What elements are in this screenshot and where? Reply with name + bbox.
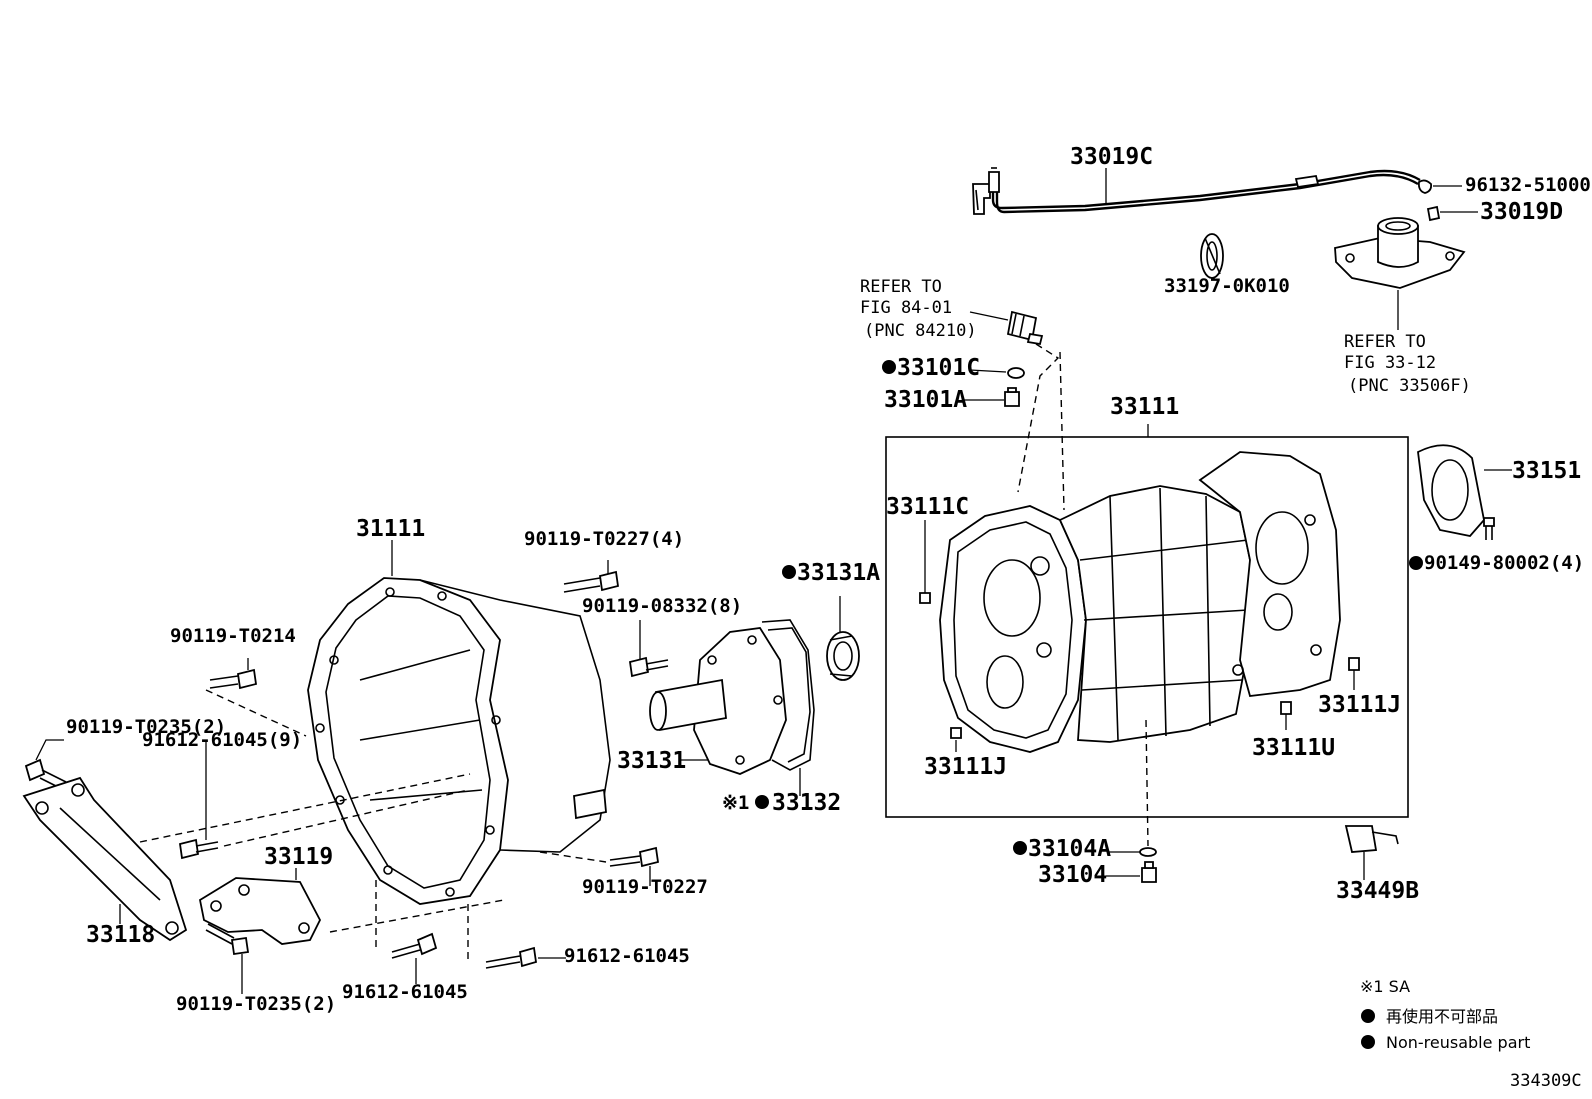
label-33197-0K010: 33197-0K010 [1164,275,1290,297]
label-33131: 33131 [617,748,686,774]
label-90119-T0227-4: 90119-T0227(4) [524,528,684,550]
bracket-33119[interactable] [198,877,322,945]
bolt-90119-T0214[interactable] [209,668,258,690]
clip-33449B[interactable] [1344,825,1399,853]
label-33132: 33132 [772,790,841,816]
refer-note-1-line3: (PNC 84210) [864,321,977,341]
label-33131A: 33131A [797,560,880,586]
label-33101A: 33101A [884,387,967,413]
plug-33111C[interactable] [919,592,931,604]
gasket-33132[interactable] [761,619,815,771]
refer-note-1-line2: FIG 84-01 [860,298,952,318]
gasket-33101C[interactable] [1007,367,1025,379]
label-91612-61045-b: 91612-61045 [564,945,690,967]
refer-note-2-line3: (PNC 33506F) [1348,376,1471,396]
label-33118: 33118 [86,922,155,948]
label-90149-80002: 90149-80002(4) [1424,552,1584,574]
label-33132-prefix: ※1 [722,792,749,814]
bolt-90119-T0227[interactable] [609,846,660,868]
legend-bullet-en [1361,1035,1375,1049]
diagram-id: 334309C [1510,1071,1582,1091]
release-cylinder-flange [1334,217,1466,289]
clutch-line-33019C[interactable] [972,167,1421,215]
label-33019D: 33019D [1480,199,1563,225]
label-33119: 33119 [264,844,333,870]
non-reusable-mark-90149 [1409,556,1423,570]
bolt-90119-T0235-top[interactable] [24,758,67,791]
bolt-91612-61045-9[interactable] [178,838,219,860]
gasket-33104A[interactable] [1139,847,1157,857]
label-91612-61045-a: 91612-61045 [342,981,468,1003]
oil-seal-33131A[interactable] [826,631,860,681]
non-reusable-mark-33101C [882,360,896,374]
label-91612-61045-9: 91612-61045(9) [142,729,302,751]
label-33104A: 33104A [1028,836,1111,862]
label-90119-T0227: 90119-T0227 [582,876,708,898]
label-33111J-left: 33111J [924,754,1007,780]
non-reusable-mark-33104A [1013,841,1027,855]
fitting-96132-51000[interactable] [1417,179,1433,194]
speed-sensor [1006,310,1044,346]
bolt-90119-T0235-bottom[interactable] [205,923,250,956]
non-reusable-mark-33132 [755,795,769,809]
pin-33111J-left[interactable] [950,727,962,739]
clip-33197-0K010[interactable] [1200,233,1224,279]
fitting-33019D[interactable] [1426,205,1441,222]
label-90119-T0235-bottom: 90119-T0235(2) [176,993,336,1015]
pin-33111U[interactable] [1280,701,1292,715]
label-96132-51000: 96132-51000 [1465,174,1591,196]
bellhousing-31111[interactable] [307,577,611,905]
transmission-case-33111[interactable] [939,451,1341,753]
label-90119-T0235-top: 90119-T0235(2) [66,716,226,738]
bolt-91612-61045-a[interactable] [391,932,438,959]
label-33104: 33104 [1038,862,1107,888]
label-33111: 33111 [1110,394,1179,420]
label-90119-08332: 90119-08332(8) [582,595,742,617]
non-reusable-mark-33131A [782,565,796,579]
legend-bullet-jp [1361,1009,1375,1023]
bearing-retainer-33131[interactable] [649,627,787,775]
bolt-90149-80002[interactable] [1483,517,1495,540]
label-33101C: 33101C [897,355,980,381]
label-33111U: 33111U [1252,735,1335,761]
bracket-33118[interactable] [22,776,188,942]
plug-33101A[interactable] [1004,387,1020,407]
bolt-90119-T0227-4[interactable] [563,570,620,593]
label-33151: 33151 [1512,458,1581,484]
refer-note-2-line2: FIG 33-12 [1344,353,1436,373]
label-31111: 31111 [356,516,425,542]
pin-33111J-right[interactable] [1348,657,1360,671]
refer-note-1-line1: REFER TO [860,277,942,297]
label-33111J-right: 33111J [1318,692,1401,718]
legend-sa: ※1 SA [1360,977,1410,996]
bolt-91612-61045-b[interactable] [485,946,538,969]
plug-33104[interactable] [1141,861,1157,883]
legend-en: Non-reusable part [1386,1033,1530,1052]
legend-jp: 再使用不可部品 [1386,1007,1498,1026]
label-33111C: 33111C [886,494,969,520]
refer-note-2-line1: REFER TO [1344,332,1426,352]
label-33019C: 33019C [1070,144,1153,170]
label-90119-T0214: 90119-T0214 [170,625,296,647]
label-33449B: 33449B [1336,878,1419,904]
bolt-90119-08332-8[interactable] [628,656,669,678]
cover-33151[interactable] [1417,444,1485,537]
